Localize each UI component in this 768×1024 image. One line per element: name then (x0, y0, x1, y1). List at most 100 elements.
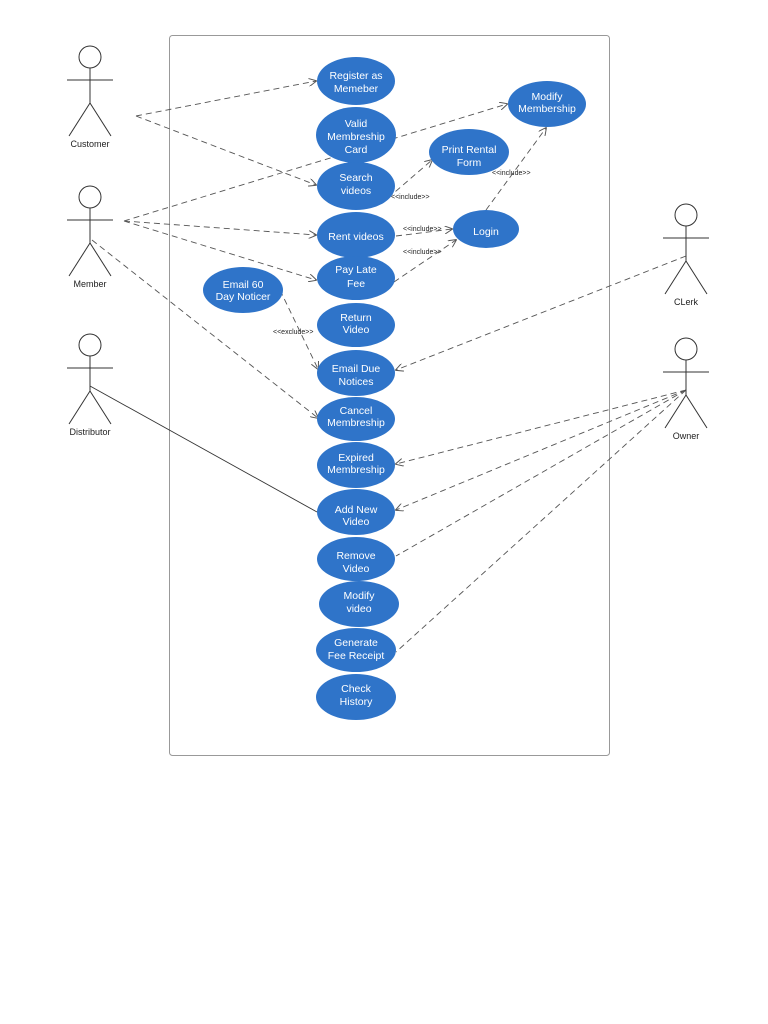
assoc-owner-remove-video (395, 389, 687, 557)
actor-distributor-label: Distributor (69, 427, 110, 437)
include-pay-late-login (393, 240, 456, 283)
usecase-label: Form (457, 157, 482, 169)
assoc-member-rent (123, 220, 316, 235)
usecase-label: Check (341, 683, 372, 695)
include-label-pay-late: <<include>> (403, 249, 442, 256)
svg-text:Rent videos: Rent videos (328, 231, 383, 243)
actor-owner (663, 337, 709, 429)
usecase-login[interactable]: Login (453, 210, 519, 248)
usecase-label: Return (340, 312, 372, 324)
actor-member (67, 185, 113, 277)
usecase-label: Video (343, 516, 370, 528)
assoc-owner-generate-receipt (395, 389, 687, 653)
usecase-label: Login (473, 226, 499, 238)
include-label-search: <<include>> (391, 194, 430, 201)
associations (91, 81, 687, 653)
assoc-customer-search (135, 115, 316, 185)
assoc-member-cancel (91, 239, 318, 418)
usecase-label: Card (345, 144, 368, 156)
include-search-print-form (387, 160, 432, 199)
usecase-label: Generate (334, 637, 378, 649)
usecase-label: Email Due (332, 363, 381, 375)
actor-distributor (67, 333, 113, 425)
actor-customer (67, 45, 113, 137)
usecase-label: Video (343, 563, 370, 575)
usecase-label: videos (341, 185, 371, 197)
usecase-label: Add New (335, 504, 378, 516)
usecase-label: Fee Receipt (328, 650, 385, 662)
usecase-label: Day Noticer (216, 291, 271, 303)
assoc-clerk-email-due (396, 255, 687, 370)
usecase-label: Notices (338, 376, 373, 388)
assoc-customer-register (135, 81, 316, 117)
usecase-label: Membreship (327, 464, 385, 476)
exclude-email60-email-due (279, 289, 318, 369)
svg-text:Login: Login (473, 226, 499, 238)
usecase-label: Rent videos (328, 231, 383, 243)
system-boundary (169, 35, 610, 756)
assoc-member-pay-late (123, 220, 316, 280)
include-login-modify-membership (485, 128, 546, 211)
usecase-label: History (340, 696, 373, 708)
assoc-owner-add-video (396, 389, 687, 510)
actor-customer-label: Customer (70, 139, 109, 149)
usecase-label: Membreship (327, 417, 385, 429)
include-label-rent: <<include>> (403, 226, 442, 233)
assoc-owner-expired (396, 389, 687, 464)
usecase-label: Video (343, 324, 370, 336)
usecase-label: Remove (336, 550, 375, 562)
usecase-rent-videos[interactable]: Rent videos (317, 212, 395, 258)
usecase-label: Modify (532, 91, 564, 103)
actor-owner-label: Owner (673, 431, 700, 441)
assoc-member-modify-membership (123, 104, 507, 222)
usecase-label: Search (339, 172, 372, 184)
usecase-label: Modify (344, 590, 376, 602)
usecase-label: Valid (345, 118, 368, 130)
usecase-label: Membership (518, 103, 576, 115)
usecase-label: Memeber (334, 83, 379, 95)
include-label-login: <<include>> (492, 170, 531, 177)
usecase-label: Register as (329, 70, 382, 82)
exclude-label: <<exclude>> (273, 329, 313, 336)
usecase-label: Cancel (340, 405, 373, 417)
assoc-distributor-add-video (89, 385, 318, 513)
actor-clerk (663, 203, 709, 295)
actor-member-label: Member (73, 279, 106, 289)
actor-clerk-label: CLerk (674, 297, 699, 307)
usecase-label: Fee (347, 278, 365, 290)
usecase-label: video (346, 603, 371, 615)
